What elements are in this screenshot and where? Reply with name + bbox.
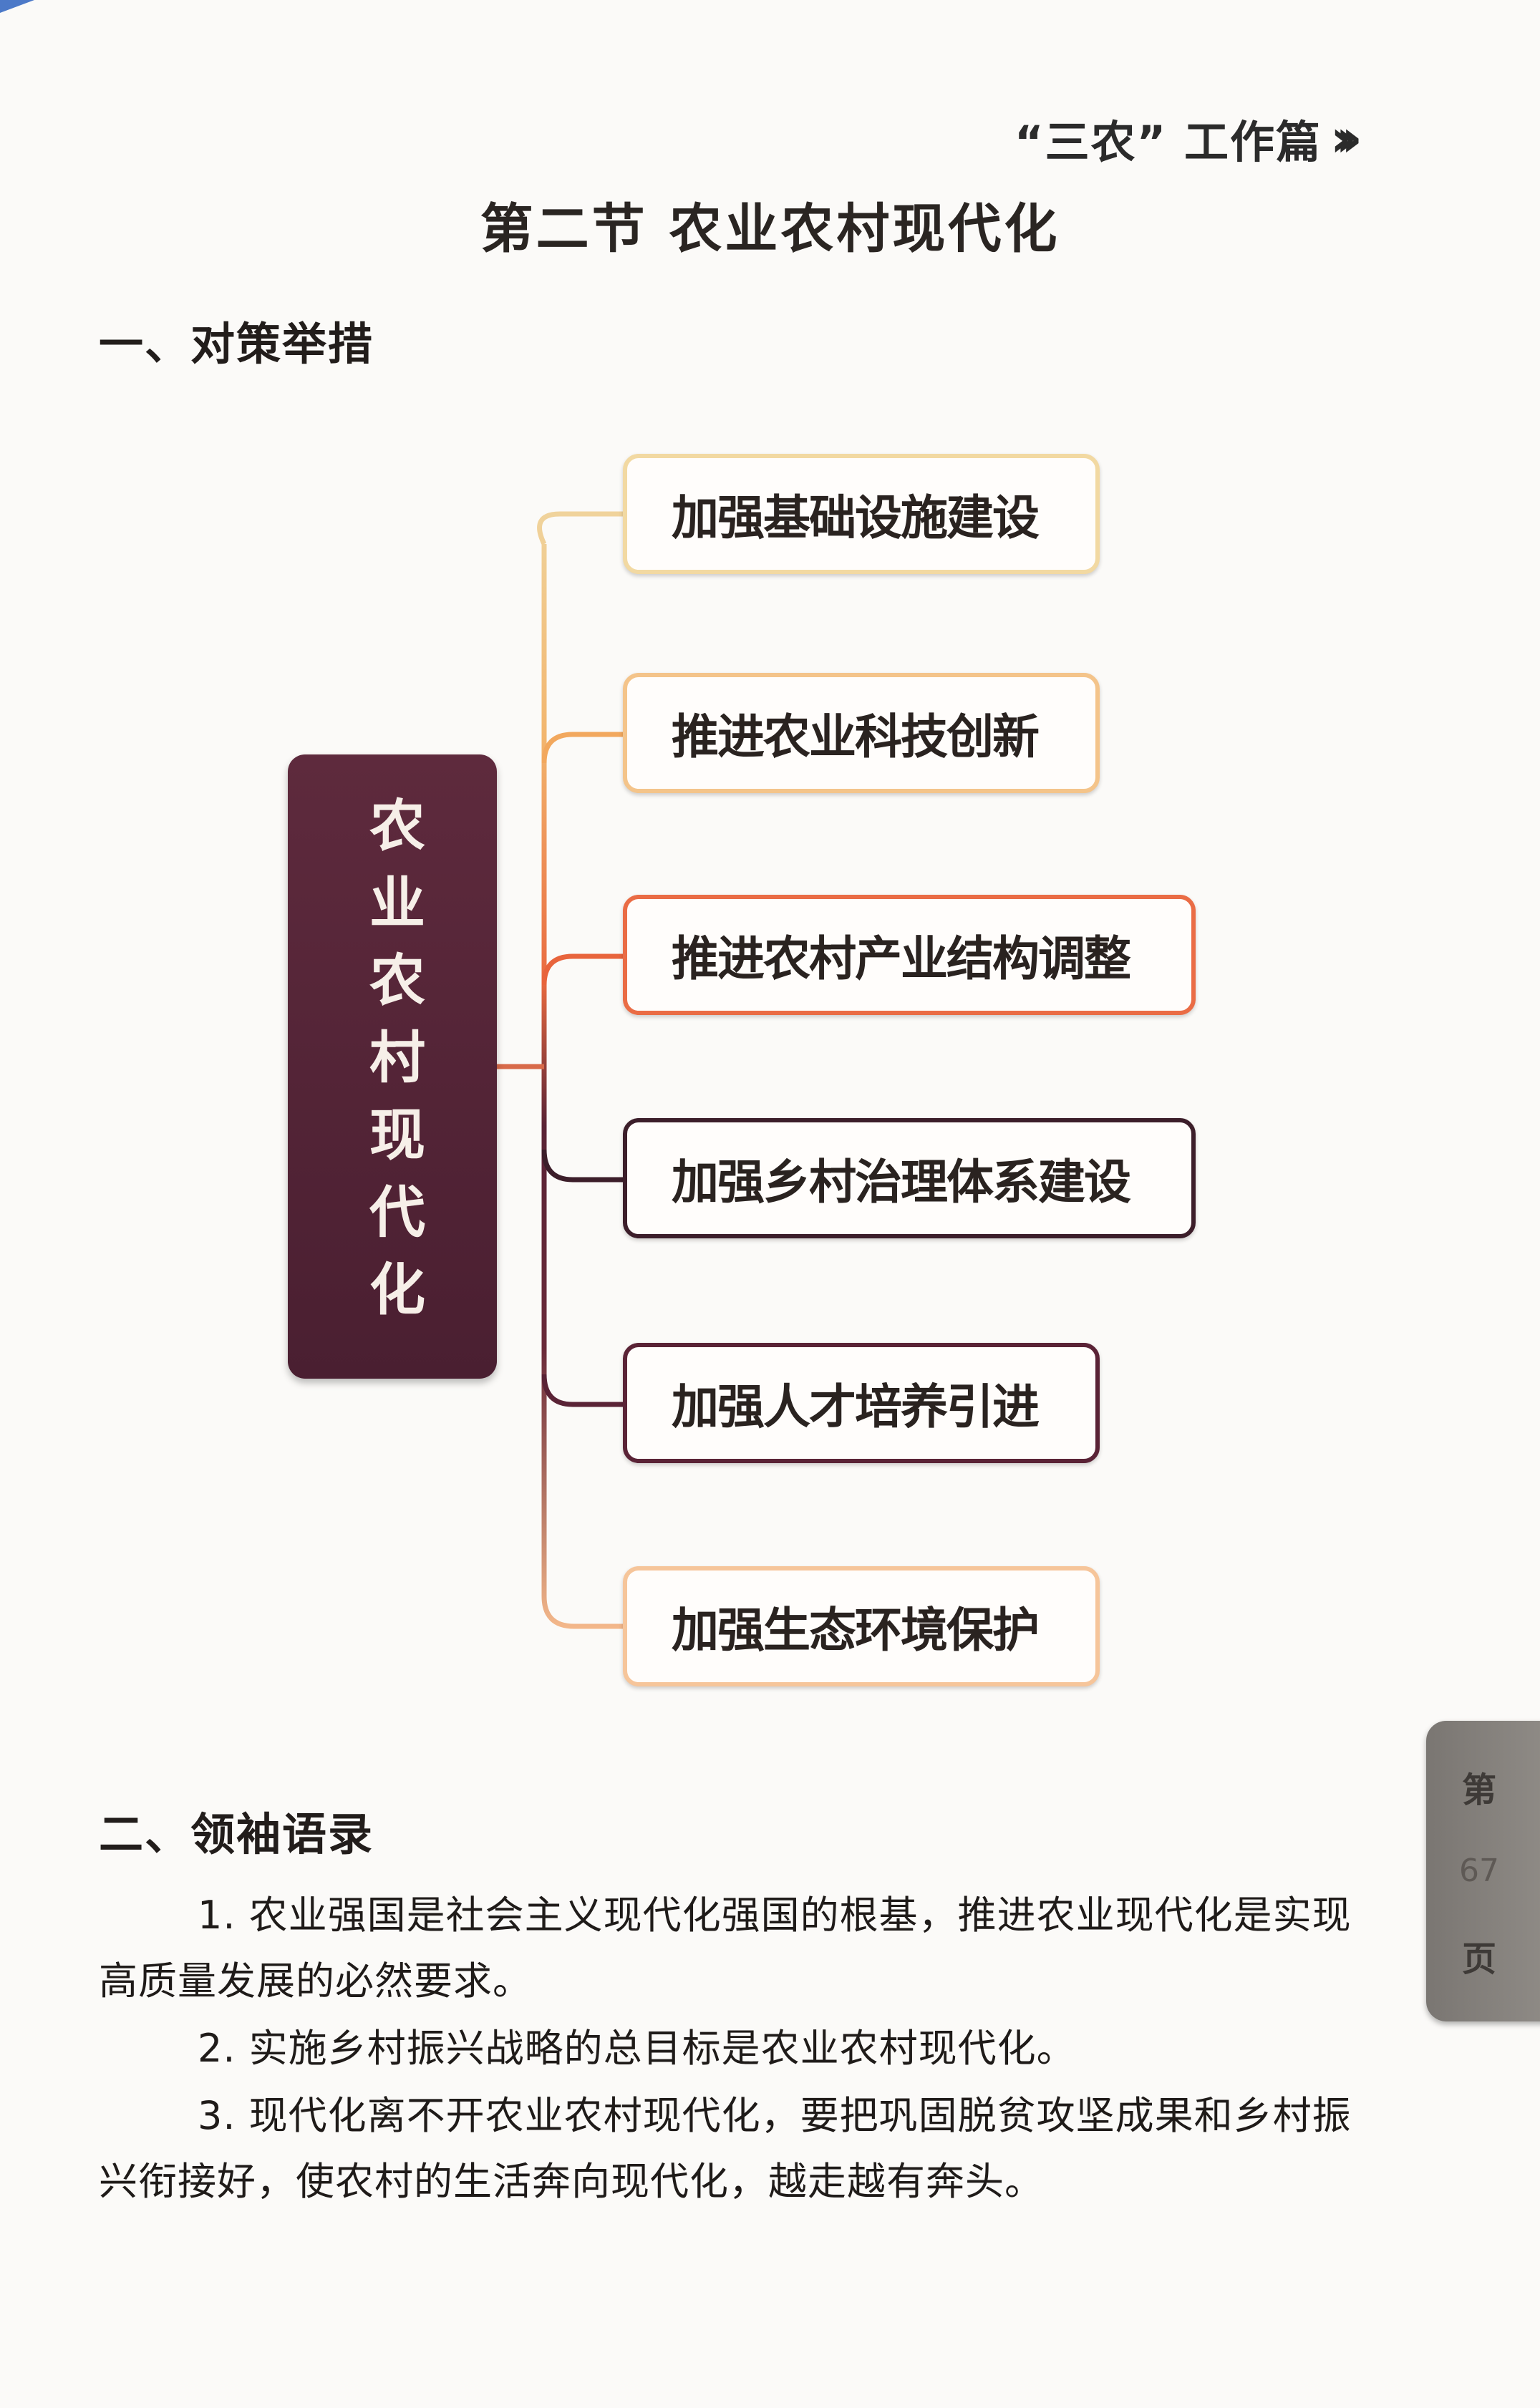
central-topic: 农业农村现代化 bbox=[288, 754, 497, 1379]
node-label: 推进农业科技创新 bbox=[672, 709, 1040, 764]
node-label: 推进农村产业结构调整 bbox=[672, 931, 1131, 986]
page-number: 67 bbox=[1459, 1853, 1499, 1890]
branch-line bbox=[541, 1374, 623, 1407]
node-label: 加强基础设施建设 bbox=[672, 490, 1040, 545]
node-tech-innovation: 推进农业科技创新 bbox=[623, 673, 1100, 793]
node-talent: 加强人才培养引进 bbox=[623, 1343, 1100, 1463]
node-infrastructure: 加强基础设施建设 bbox=[623, 454, 1100, 574]
heading-measures: 一、对策举措 bbox=[99, 318, 374, 370]
central-topic-label: 农业农村现代化 bbox=[360, 796, 425, 1337]
node-ecology: 加强生态环境保护 bbox=[623, 1566, 1100, 1686]
node-label: 加强人才培养引进 bbox=[672, 1379, 1040, 1434]
node-governance: 加强乡村治理体系建设 bbox=[623, 1118, 1196, 1238]
node-label: 加强乡村治理体系建设 bbox=[672, 1155, 1131, 1210]
quote-paragraph: 2. 实施乡村振兴战略的总目标是农业农村现代化。 bbox=[198, 2026, 1076, 2071]
page-tab-suffix: 页 bbox=[1461, 1939, 1496, 1980]
page-tab-prefix: 第 bbox=[1461, 1769, 1496, 1810]
running-head: “三农” 工作篇 ››› bbox=[1014, 106, 1362, 170]
branch-line bbox=[541, 732, 623, 764]
heading-quotes: 二、领袖语录 bbox=[99, 1808, 374, 1860]
branch-line bbox=[541, 1149, 623, 1183]
node-label: 加强生态环境保护 bbox=[672, 1603, 1040, 1658]
node-industry-structure: 推进农村产业结构调整 bbox=[623, 895, 1196, 1015]
running-head-text: “三农” 工作篇 bbox=[1014, 116, 1322, 168]
quote-paragraph: 3. 现代化离不开农业农村现代化，要把巩固脱贫攻坚成果和乡村振兴衔接好，使农村的… bbox=[99, 2093, 1352, 2204]
section-title: 第二节 农业农村现代化 bbox=[480, 198, 1060, 260]
branch-line bbox=[541, 953, 623, 986]
page-number-tab: 第 67 页 bbox=[1426, 1721, 1540, 2021]
trunk-line bbox=[537, 511, 623, 1629]
corner-mark bbox=[0, 0, 34, 13]
quote-paragraph: 1. 农业强国是社会主义现代化强国的根基，推进农业现代化是实现高质量发展的必然要… bbox=[99, 1893, 1352, 2004]
